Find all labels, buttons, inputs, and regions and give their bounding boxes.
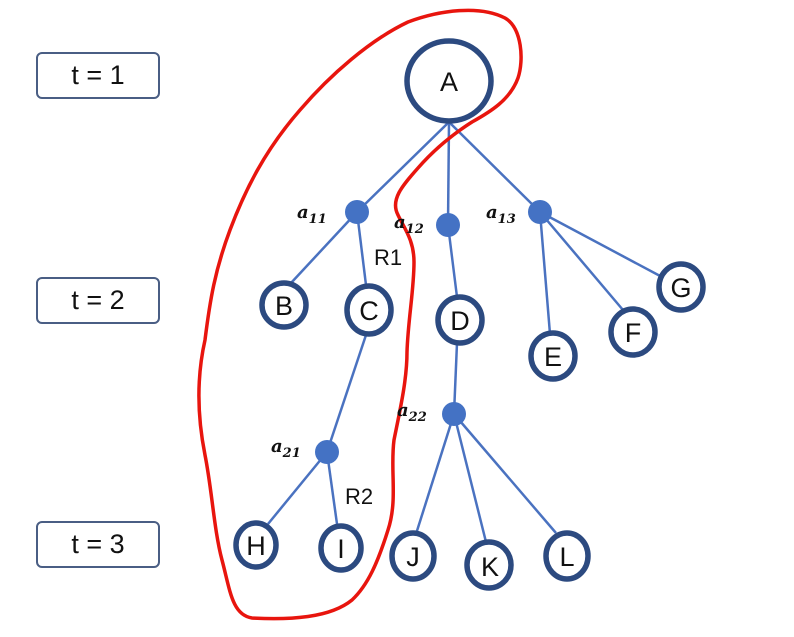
edge-a-a13 (448, 121, 541, 213)
node-label-b: B (275, 291, 293, 321)
state-node-d (435, 294, 485, 346)
state-node-l (543, 530, 591, 582)
state-node-h (233, 520, 279, 570)
node-label-g: G (670, 273, 691, 303)
edge-a22-l (453, 413, 557, 534)
node-label-d: D (450, 306, 470, 336)
time-step-3-box: t = 3 (36, 521, 160, 568)
node-label-e: E (544, 342, 562, 372)
action-node-a11 (345, 200, 369, 224)
edge-a13-e (538, 211, 552, 335)
edge-a12-d (446, 224, 459, 298)
reward-label-r1: R1 (374, 245, 402, 270)
edge-a22-k (452, 413, 488, 543)
state-node-a (404, 38, 494, 124)
highlighted-path-outline (197, 8, 523, 621)
time-step-2-box: t = 2 (36, 277, 160, 324)
state-node-j (389, 530, 437, 582)
edge-c-a21 (325, 334, 368, 453)
action-label-a11: a11 (297, 202, 327, 227)
action-label-a22: a22 (397, 400, 427, 425)
action-label-a13: a13 (486, 202, 516, 227)
state-node-f (608, 306, 658, 358)
action-node-a22 (442, 402, 466, 426)
state-node-g (656, 261, 706, 313)
state-node-b (259, 280, 309, 330)
edge-a13-f (539, 211, 624, 311)
node-label-l: L (559, 542, 574, 572)
state-node-k (464, 539, 514, 591)
action-node-a13 (528, 200, 552, 224)
state-nodes (233, 38, 706, 591)
node-label-h: H (246, 531, 266, 561)
node-label-j: J (406, 542, 420, 572)
node-label-f: F (625, 318, 642, 348)
time-step-1-box: t = 1 (36, 52, 160, 99)
edge-a-a11 (356, 121, 450, 213)
node-label-c: C (359, 296, 379, 326)
action-label-a12: a12 (394, 212, 424, 237)
action-label-a21: a21 (271, 436, 301, 461)
edge-a22-j (414, 413, 456, 535)
action-node-a12 (436, 213, 460, 237)
node-label-k: K (481, 552, 499, 582)
node-label-a: A (440, 67, 458, 97)
edge-a21-i (325, 451, 339, 525)
state-node-e (528, 330, 578, 382)
edge-a13-g (539, 210, 663, 279)
action-nodes (315, 200, 552, 464)
action-node-a21 (315, 440, 339, 464)
node-label-i: I (337, 534, 345, 564)
edge-a21-h (267, 451, 328, 525)
tree-edges (267, 121, 663, 543)
edge-a11-c (355, 211, 368, 286)
state-node-i (318, 523, 364, 573)
reward-label-r2: R2 (345, 484, 373, 509)
edge-a11-b (290, 211, 358, 284)
state-node-c (344, 283, 394, 337)
